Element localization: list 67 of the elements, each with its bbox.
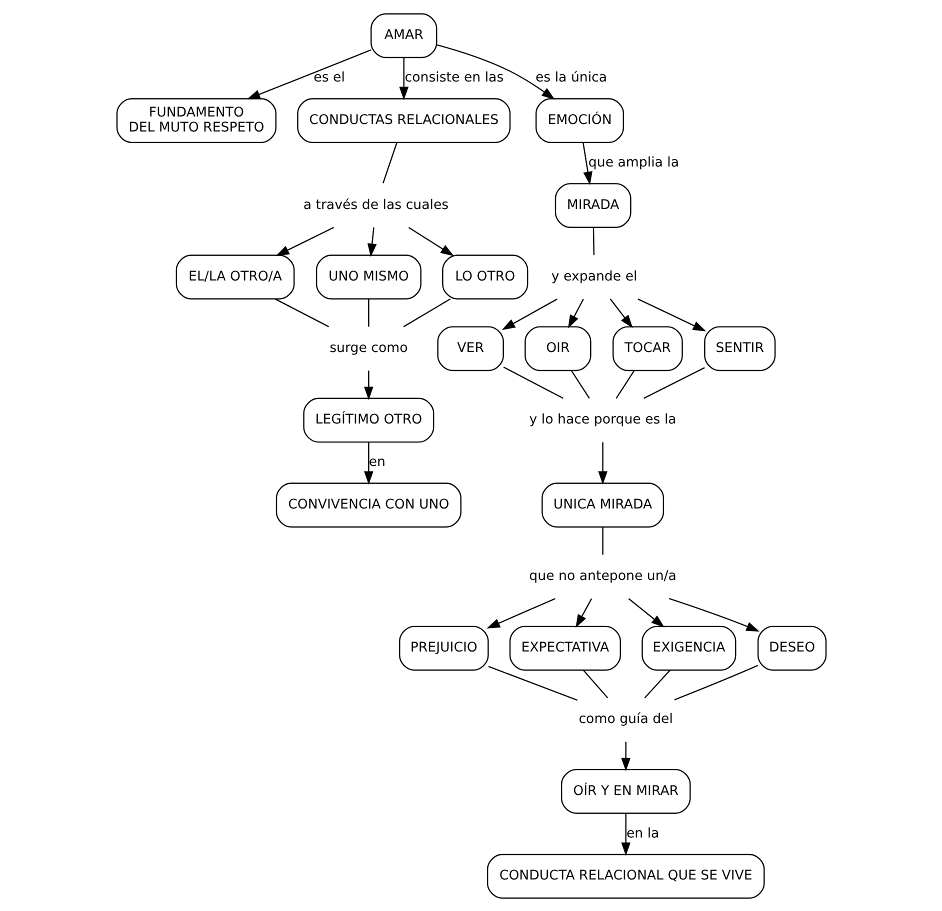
edge-label: que amplia la xyxy=(588,154,679,170)
edge-label: consiste en las xyxy=(404,70,504,86)
connector xyxy=(274,298,328,327)
arrow xyxy=(620,741,630,771)
node-box: UNICA MIRADA xyxy=(541,482,664,528)
arrow xyxy=(275,226,334,256)
connector xyxy=(602,526,603,554)
arrow xyxy=(637,298,706,331)
arrow xyxy=(598,442,607,484)
arrow xyxy=(620,812,630,856)
arrow xyxy=(364,442,373,484)
connector xyxy=(488,665,578,700)
edge-label: es el xyxy=(313,70,344,86)
connector xyxy=(644,669,670,698)
connector xyxy=(582,669,608,698)
arrow xyxy=(501,298,557,330)
node-text: a través de las cuales xyxy=(302,197,448,212)
arrow xyxy=(609,298,632,328)
node-box: EL/LA OTRO/A xyxy=(175,254,294,300)
node-box: OIR xyxy=(524,326,591,371)
connector xyxy=(592,226,594,255)
node-box: EXIGENCIA xyxy=(641,625,736,670)
node-box: VER xyxy=(436,326,504,371)
node-text: surge como xyxy=(329,340,408,356)
connector xyxy=(502,366,563,398)
edge-label: es la única xyxy=(534,70,607,86)
arrow xyxy=(668,597,760,632)
node-box: DESEO xyxy=(756,625,826,670)
node-box: OÍR Y EN MIRAR xyxy=(560,768,690,814)
connector xyxy=(382,142,397,183)
node-text: y lo hace porque es la xyxy=(528,412,676,428)
node-box: FUNDAMENTO DEL MUTO RESPETO xyxy=(116,98,276,143)
arrow xyxy=(246,48,371,99)
connector xyxy=(570,370,590,398)
node-box: EMOCIÓN xyxy=(534,98,624,143)
connector xyxy=(643,366,704,398)
edge-label: en la xyxy=(626,826,659,841)
arrow xyxy=(364,370,373,400)
connector xyxy=(674,664,758,700)
node-box: LO OTRO xyxy=(442,254,528,300)
arrow xyxy=(567,298,584,328)
node-text: que no antepone un/a xyxy=(528,568,676,584)
arrow xyxy=(575,598,592,628)
arrow xyxy=(366,226,376,256)
node-box: CONVIVENCIA CON UNO xyxy=(275,482,461,528)
node-box: PREJUICIO xyxy=(398,625,488,670)
node-text: y expande el xyxy=(550,268,637,284)
arrow xyxy=(486,598,555,628)
arrow xyxy=(628,598,664,627)
node-box: TOCAR xyxy=(612,326,682,371)
node-text: como guía del xyxy=(578,712,672,727)
node-box: SENTIR xyxy=(704,326,776,371)
connector xyxy=(402,298,450,327)
node-box: MIRADA xyxy=(554,182,631,228)
arrow xyxy=(582,142,592,185)
arrow xyxy=(436,44,554,100)
node-box: LEGÍTIMO OTRO xyxy=(302,397,434,442)
node-box: CONDUCTA RELACIONAL QUE SE VIVE xyxy=(486,853,764,898)
node-box: UNO MISMO xyxy=(315,254,421,300)
node-box: AMAR xyxy=(370,12,437,58)
connector xyxy=(368,298,369,326)
arrow xyxy=(398,57,408,100)
node-box: EXPECTATIVA xyxy=(508,625,620,670)
edge-label: en xyxy=(368,454,386,470)
node-box: CONDUCTAS RELACIONALES xyxy=(296,98,510,143)
arrow xyxy=(408,226,454,256)
connector xyxy=(615,370,634,398)
